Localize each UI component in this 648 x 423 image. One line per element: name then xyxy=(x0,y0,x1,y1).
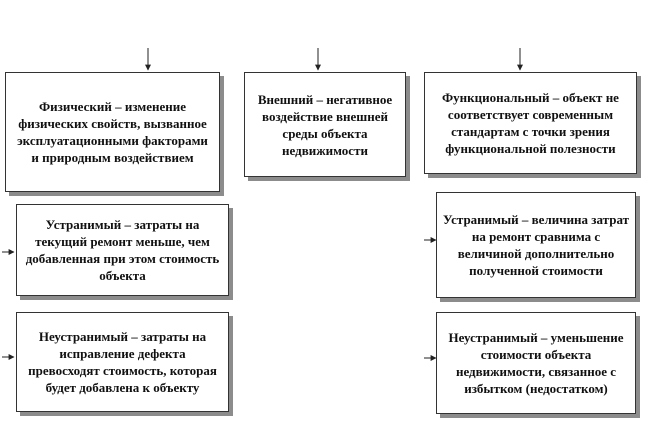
box-physical-removable: Устранимый – затраты на текущий ремонт м… xyxy=(16,204,229,296)
box-physical-irremovable: Неустранимый – затраты на исправление де… xyxy=(16,312,229,412)
box-functional-removable: Устранимый – величина затрат на ремонт с… xyxy=(436,192,636,298)
box-external-depreciation: Внешний – негативное воздействие внешней… xyxy=(244,72,406,177)
box-functional-depreciation: Функциональный – объект не соответствует… xyxy=(424,72,637,174)
box-functional-irremovable: Неустранимый – уменьшение стоимости объе… xyxy=(436,312,636,414)
box-physical-depreciation: Физический – изменение физических свойст… xyxy=(5,72,220,192)
